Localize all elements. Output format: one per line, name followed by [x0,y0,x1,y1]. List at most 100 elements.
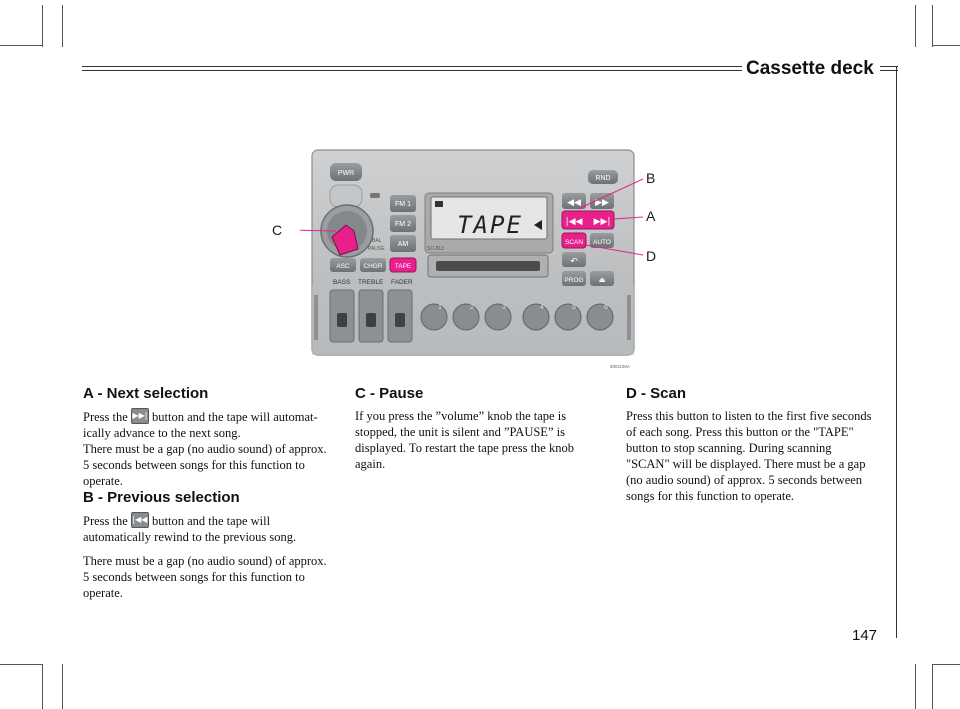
prog-label: PROG [564,277,583,284]
section-b-text-after: button and the tape will automatically r… [83,514,297,544]
section-a-text2: There must be a gap (no audio sound) of … [83,442,327,488]
preset-button-6[interactable] [586,303,614,331]
display-screen [430,196,548,240]
callout-line-a [613,216,644,220]
am-button[interactable] [390,235,416,252]
section-b-text2: There must be a gap (no audio sound) of … [83,554,327,600]
header-rule [880,66,898,67]
scan-label: SCAN [565,239,583,246]
model-label: SC-813 [427,246,444,252]
callout-c: C [272,222,283,238]
knob-caption: PAUSE [368,246,385,252]
radio-figure: PWR BAL PAUSE FM 1 FM 2 AM TAPE SC-813 R… [300,145,670,370]
pwr-recess [329,184,363,208]
preset-label-4: 4 [540,304,544,311]
callout-d: D [646,248,657,264]
bass-label: BASS [333,279,351,286]
fm1-button[interactable] [390,195,416,212]
section-d-title: D - Scan [626,385,687,402]
preset-label-1: 1 [438,304,442,311]
section-a-text: Press the ▶▶| button and the tape will a… [83,408,328,441]
tape-button[interactable] [389,257,417,273]
fader-slider-thumb[interactable] [395,313,405,327]
section-d-text: Press this button to listen to the first… [626,409,872,503]
preset-button-3[interactable] [484,303,512,331]
preset-button-2[interactable] [452,303,480,331]
indicator-led [370,193,380,198]
pwr-button[interactable] [330,163,362,181]
section-c: C - Pause If you press the ”volume” knob… [355,385,595,472]
pwr-label: PWR [338,170,354,177]
pause-press-highlight [331,224,359,256]
asc-label: ASC [336,263,350,270]
preset-button-1[interactable] [420,303,448,331]
rnd-button[interactable] [588,170,618,184]
section-b-title: B - Previous selection [83,489,240,506]
scan-button[interactable] [561,232,587,249]
section-a-text-before: Press the [83,410,128,424]
callout-line-d [585,244,644,256]
side-vent [627,295,631,340]
page-number: 147 [852,627,878,644]
tape-label: TAPE [395,263,412,270]
prog-button[interactable] [562,271,586,286]
preset-label-6: 6 [604,304,608,311]
am-label: AM [398,241,409,248]
callout-line-b [577,178,644,210]
preset-label-3: 3 [502,304,506,311]
auto-label: AUTO [593,239,611,246]
next-track-button-icon: ▶▶| [130,408,149,424]
auto-button[interactable] [590,233,614,248]
bass-slider-thumb[interactable] [337,313,347,327]
crop-mark [42,5,43,47]
return-button[interactable] [562,252,586,267]
header-rule [880,70,898,71]
eject-button[interactable] [590,271,614,286]
preset-button-4[interactable] [522,303,550,331]
figure-ref: 3901150A [610,364,630,369]
treble-label: TREBLE [358,279,384,286]
fader-label: FADER [391,279,413,286]
section-c-text: If you press the ”volume” knob the tape … [355,409,574,471]
fm2-label: FM 2 [395,221,411,228]
fm2-button[interactable] [390,215,416,232]
display-text: TAPE [457,211,523,239]
previous-track-icon[interactable]: |◀◀ [566,217,583,227]
callout-line-c [300,229,337,232]
chgr-button[interactable] [360,258,386,272]
next-track-icon[interactable]: ▶▶| [594,217,611,227]
section-a-title: A - Next selection [83,385,209,402]
chgr-label: CHGR [363,263,382,270]
header-rule [82,66,742,67]
section-a: A - Next selection Press the ▶▶| button … [83,385,328,489]
play-direction-icon [534,220,542,230]
radio-illustration: PWR BAL PAUSE FM 1 FM 2 AM TAPE SC-813 R… [300,149,644,369]
asc-button[interactable] [330,258,356,272]
preset-button-5[interactable] [554,303,582,331]
section-d: D - Scan Press this button to listen to … [626,385,876,504]
rewind-button[interactable] [562,193,586,209]
section-b-text-before: Press the [83,514,128,528]
eject-icon: ⏏ [599,276,606,284]
crop-mark [932,664,933,709]
crop-mark [932,664,960,665]
knob-caption: BAL [372,238,382,244]
fast-forward-button[interactable] [590,193,614,209]
return-icon: ↶ [570,257,578,267]
rnd-label: RND [595,175,610,182]
cassette-slot [436,261,540,271]
preset-label-2: 2 [470,304,474,311]
callout-a: A [646,208,656,224]
side-vent [314,295,318,340]
crop-mark [932,45,960,46]
treble-slider-thumb[interactable] [366,313,376,327]
previous-track-button-icon: |◀◀ [130,512,149,528]
crop-mark [915,664,916,709]
section-a-text-after: button and the tape will automat-ically … [83,410,318,440]
section-c-title: C - Pause [355,385,424,402]
crop-mark [0,664,42,665]
page-title: Cassette deck [746,58,874,79]
prev-next-highlight [561,210,615,230]
section-b: B - Previous selection Press the |◀◀ but… [83,489,328,601]
